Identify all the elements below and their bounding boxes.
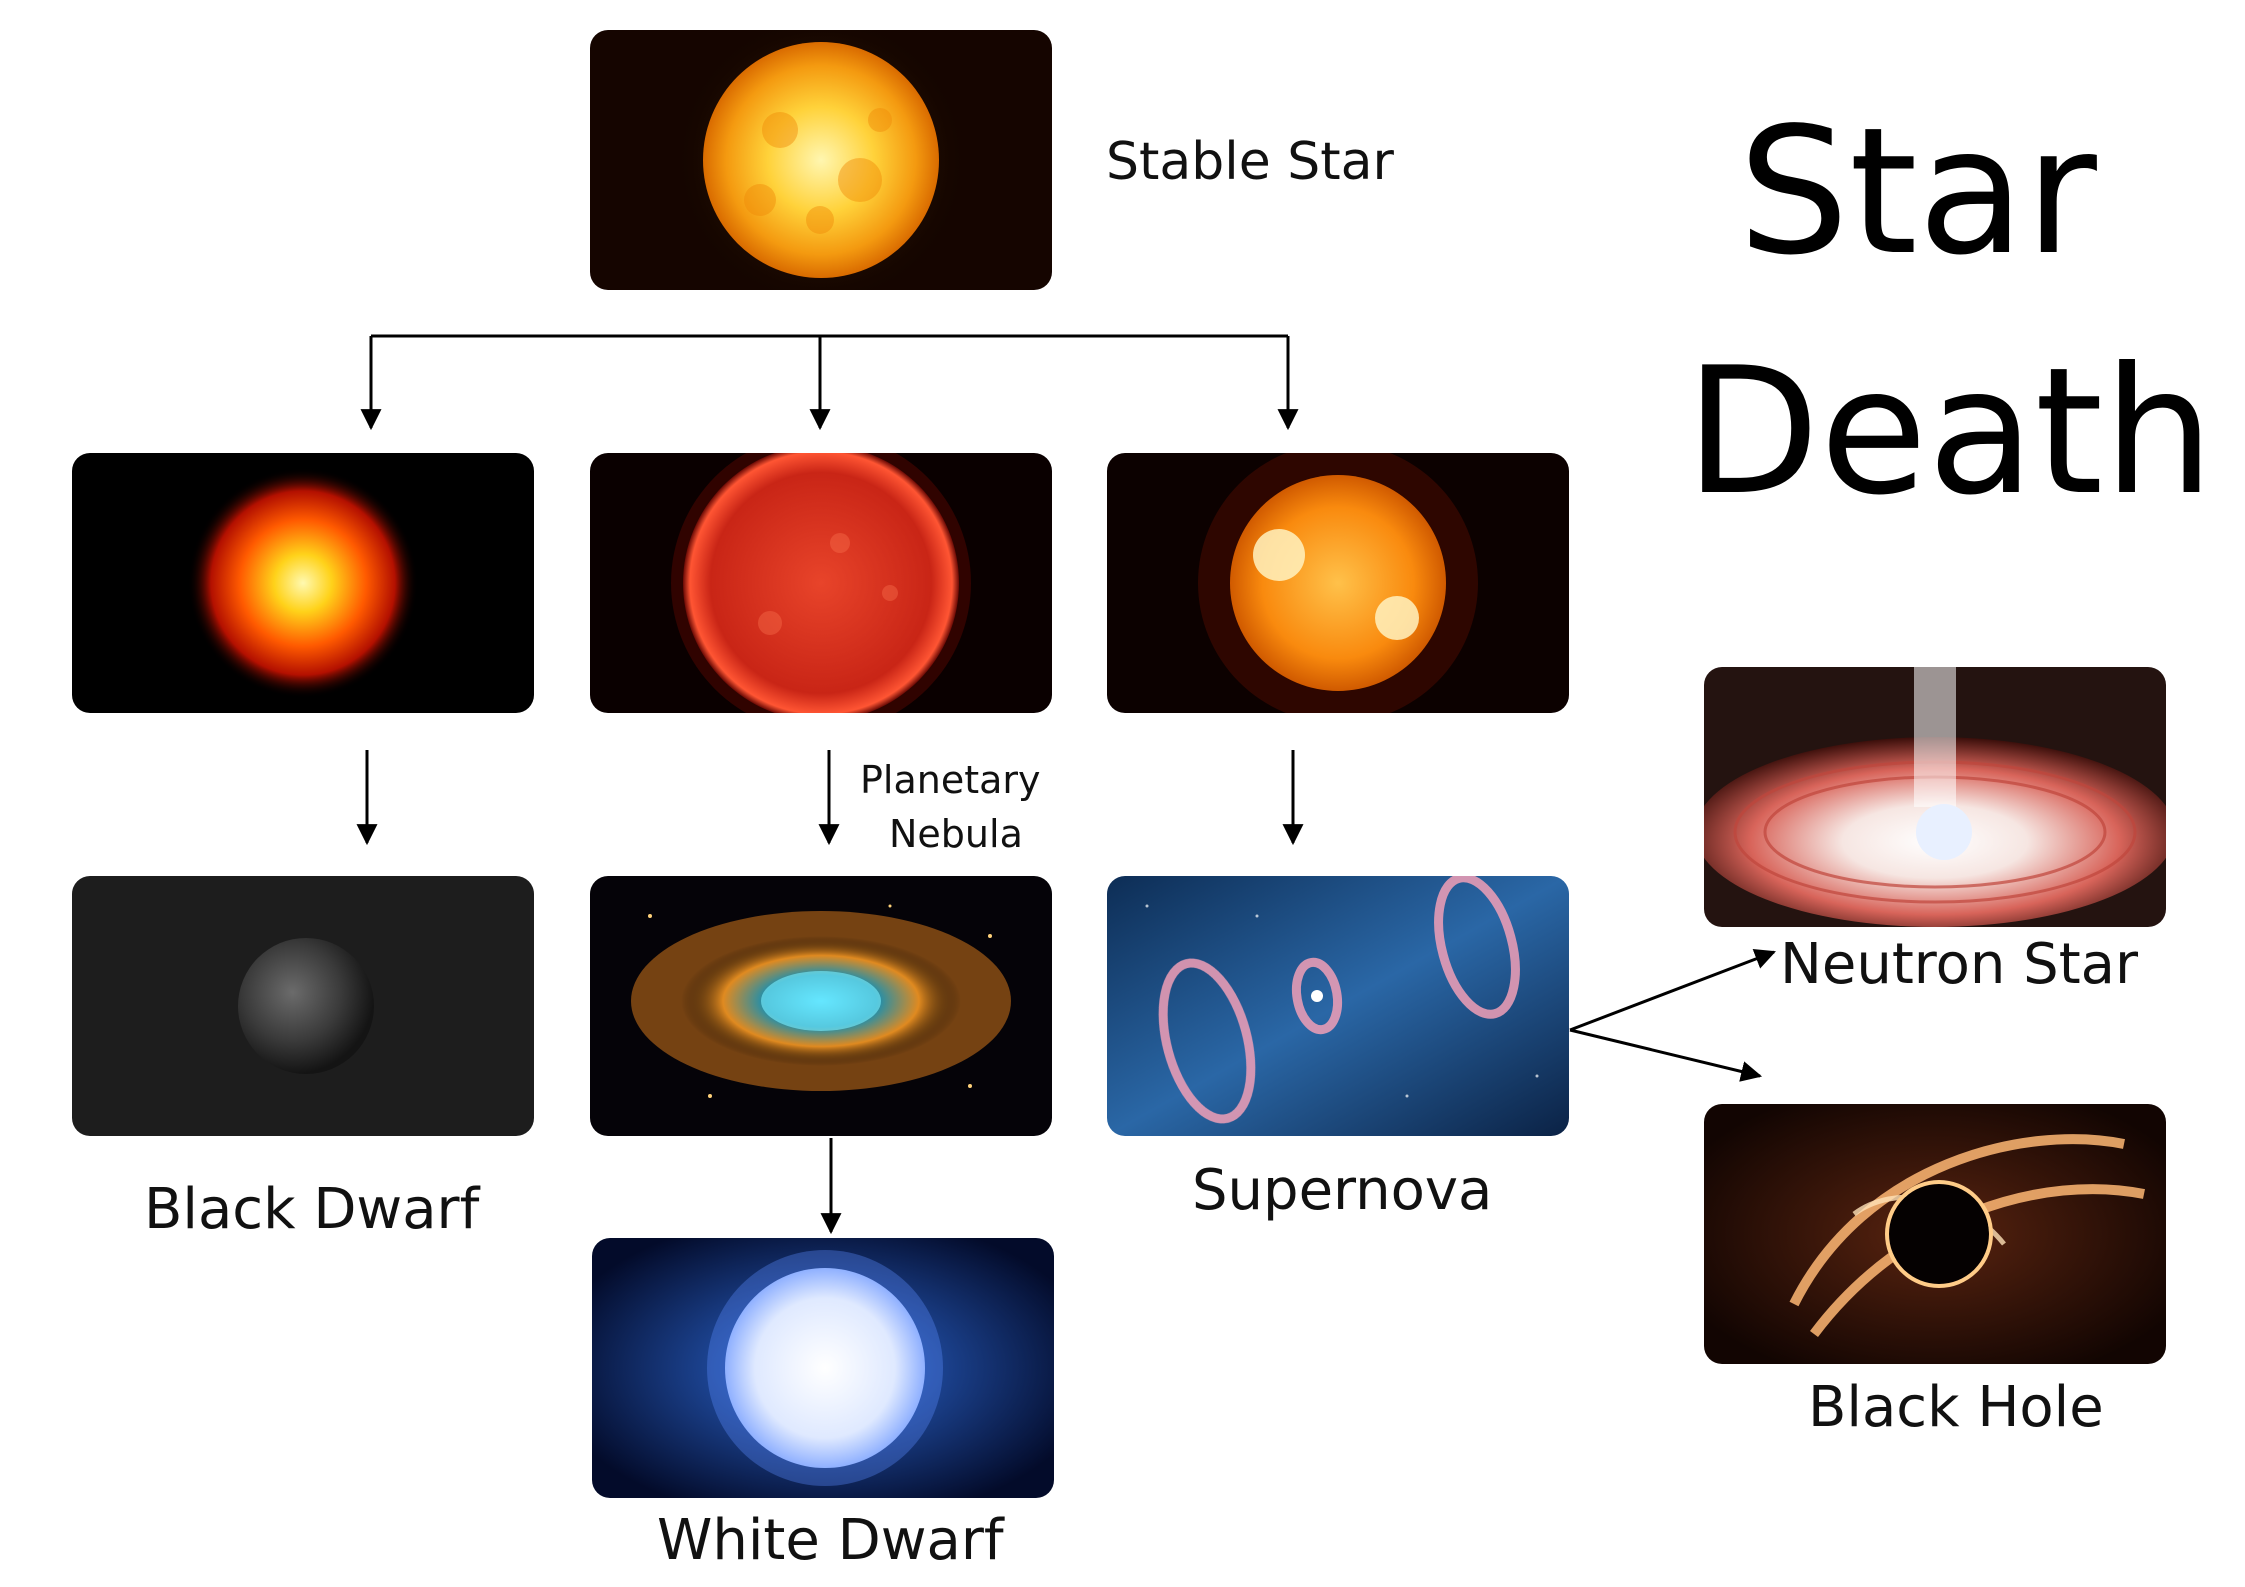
- black-hole-label: Black Hole: [1808, 1375, 2104, 1440]
- white-dwarf-image: [592, 1238, 1054, 1498]
- stable-star-image: [590, 30, 1052, 290]
- planetary-nebula-label-line2: Nebula: [889, 812, 1023, 856]
- planetary-nebula-label-line1: Planetary: [860, 758, 1041, 802]
- neutron-star-image: [1704, 667, 2166, 927]
- supernova-image: [1107, 876, 1569, 1136]
- diagram-title-line2: Death: [1685, 331, 2215, 534]
- arrow-to-neutron-star: [1569, 948, 1776, 1032]
- black-hole-image: [1704, 1104, 2166, 1364]
- planetary-nebula-image: [590, 876, 1052, 1136]
- arrow-to-black-hole: [1569, 1028, 1763, 1082]
- stable-star-label: Stable Star: [1106, 132, 1394, 192]
- white-dwarf-label: White Dwarf: [657, 1508, 1004, 1573]
- black-dwarf-label: Black Dwarf: [144, 1177, 480, 1242]
- supernova-label: Supernova: [1192, 1158, 1493, 1223]
- neutron-star-label: Neutron Star: [1780, 932, 2138, 997]
- black-dwarf-image: [72, 876, 534, 1136]
- supergiant-image: [1107, 453, 1569, 713]
- red-giant-image: [590, 453, 1052, 713]
- red-dwarf-image: [72, 453, 534, 713]
- diagram-title-line1: Star: [1738, 91, 2097, 294]
